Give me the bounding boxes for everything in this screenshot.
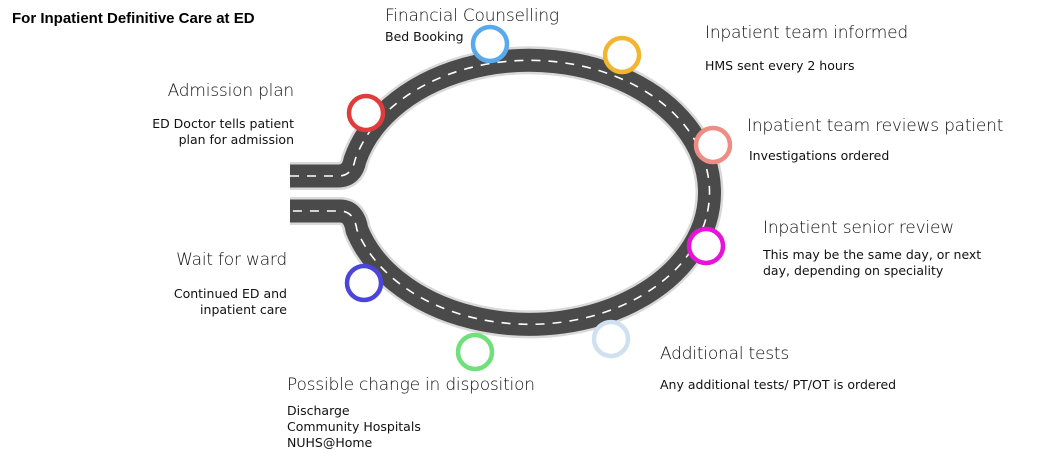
step-title-possible-change: Possible change in disposition	[287, 375, 535, 395]
step-desc-line: Discharge	[287, 403, 350, 418]
marker-admission-plan	[346, 93, 386, 133]
step-title-inpatient-team-informed: Inpatient team informed	[705, 23, 908, 43]
step-desc-line: This may be the same day, or next	[763, 247, 982, 262]
step-desc-wait-for-ward: Continued ED and inpatient care	[174, 286, 287, 318]
step-desc-line: Community Hospitals	[287, 419, 421, 434]
step-desc-line: Continued ED and	[173, 286, 287, 301]
step-title-admission-plan: Admission plan	[167, 81, 295, 101]
step-title-inpatient-senior-review: Inpatient senior review	[763, 218, 954, 238]
step-desc-line: ED Doctor tells patient	[152, 116, 294, 131]
marker-wait-for-ward	[344, 263, 384, 303]
step-desc-line: inpatient care	[200, 302, 287, 317]
step-desc-line: NUHS@Home	[287, 435, 373, 450]
page-heading: For Inpatient Definitive Care at ED	[12, 10, 255, 27]
step-desc-inpatient-team-reviews: Investigations ordered	[749, 148, 890, 163]
step-desc-financial-counselling: Bed Booking	[385, 29, 464, 44]
marker-inpatient-team-reviews	[693, 125, 733, 165]
step-desc-inpatient-team-informed: HMS sent every 2 hours	[705, 58, 855, 73]
road-center-line	[290, 59, 711, 326]
marker-financial-counselling	[470, 24, 510, 64]
marker-possible-change	[455, 332, 495, 372]
step-desc-line: plan for admission	[178, 132, 294, 147]
marker-inpatient-senior-review	[686, 226, 726, 266]
step-title-wait-for-ward: Wait for ward	[176, 250, 287, 270]
step-desc-possible-change: Discharge Community Hospitals NUHS@Home	[287, 403, 421, 451]
step-desc-admission-plan: ED Doctor tells patient plan for admissi…	[152, 116, 294, 148]
marker-inpatient-team-informed	[602, 35, 642, 75]
step-desc-inpatient-senior-review: This may be the same day, or next day, d…	[763, 247, 981, 279]
marker-additional-tests	[591, 319, 631, 359]
step-desc-additional-tests: Any additional tests/ PT/OT is ordered	[660, 377, 897, 392]
step-title-inpatient-team-reviews: Inpatient team reviews patient	[747, 116, 1004, 136]
step-title-financial-counselling: Financial Counselling	[385, 6, 559, 26]
road-loop	[290, 46, 724, 339]
step-title-additional-tests: Additional tests	[660, 344, 790, 364]
step-desc-line: day, depending on speciality	[763, 263, 944, 278]
